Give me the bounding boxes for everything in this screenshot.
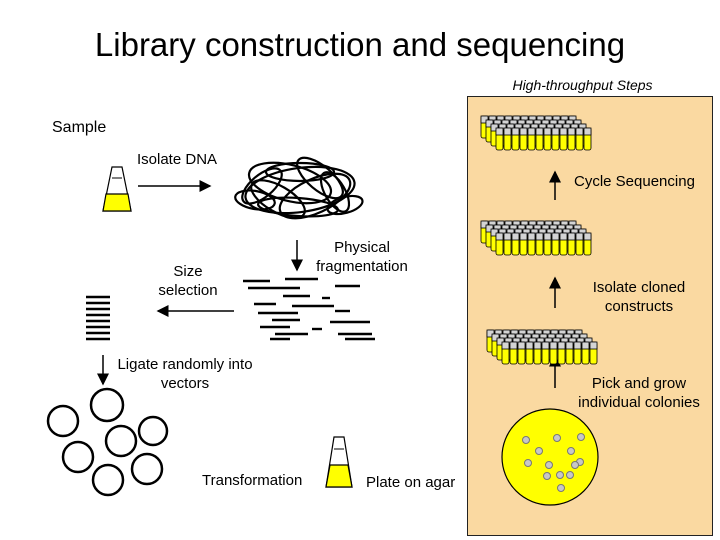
plasmid-vectors-icon	[46, 387, 169, 497]
rack-colonies-icon	[486, 329, 598, 365]
sample-tube-icon	[102, 166, 132, 212]
transformation-label: Transformation	[202, 472, 303, 489]
dna-fragments-icon	[243, 277, 375, 341]
transformation-tube-icon	[325, 436, 353, 488]
high-throughput-label: High-throughput Steps	[512, 77, 653, 93]
cycle-sequencing-label: Cycle Sequencing	[574, 173, 695, 190]
page-title: Library construction and sequencing	[94, 26, 626, 63]
sample-label: Sample	[52, 119, 107, 136]
rack-sequencing-icon	[480, 115, 592, 151]
rack-clones-icon	[480, 220, 592, 256]
size-selected-fragments-icon	[86, 295, 110, 341]
agar-plate-icon	[501, 408, 599, 506]
tube-racks-icon	[480, 115, 598, 365]
plate-on-agar-label: Plate on agar	[366, 474, 456, 491]
dna-tangle-icon	[234, 156, 364, 220]
isolate-dna-label: Isolate DNA	[137, 151, 218, 168]
